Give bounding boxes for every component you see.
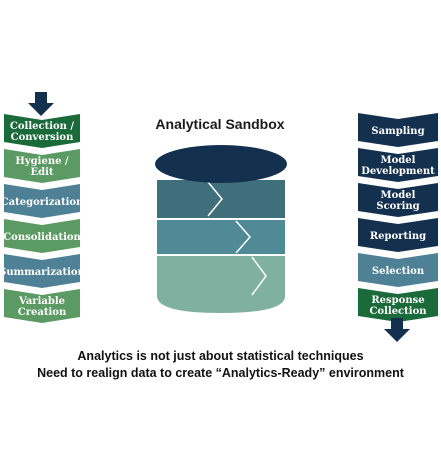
prep-step-shape-6	[4, 289, 80, 323]
cylinder-band-2-chevron	[235, 220, 251, 254]
prep-step-label-3: Categorization	[0, 196, 84, 208]
start-down-arrow-icon	[28, 92, 54, 116]
cylinder-band-2	[157, 220, 285, 254]
prep-step-shape-5	[4, 254, 80, 288]
cylinder-top	[155, 145, 287, 183]
cylinder-band-3	[157, 256, 285, 313]
model-step-shape-5	[358, 253, 438, 287]
model-step-label-2: Model Development	[361, 155, 435, 177]
cylinder-band-3-chevron	[251, 256, 267, 296]
prep-step-label-6: Variable Creation	[17, 296, 67, 318]
prep-step-label-4: Consolidation	[3, 231, 81, 243]
prep-step-shape-1	[4, 114, 80, 148]
caption-line-2: Need to realign data to create “Analytic…	[37, 366, 404, 380]
cylinder-band-1	[157, 180, 285, 218]
end-down-arrow-icon	[384, 318, 410, 342]
model-step-shape-2	[358, 148, 438, 182]
prep-step-label-2: Hygiene / Edit	[15, 156, 69, 178]
caption-line-1: Analytics is not just about statistical …	[77, 349, 364, 363]
model-step-shape-1	[358, 113, 438, 147]
model-step-label-6: Response Collection	[369, 295, 427, 317]
model-step-label-4: Reporting	[369, 230, 427, 242]
model-step-shape-4	[358, 218, 438, 252]
model-step-label-5: Selection	[371, 265, 425, 277]
prep-step-label-1: Collection / Conversion	[9, 121, 75, 143]
model-step-label-3: Model Scoring	[376, 190, 420, 212]
model-step-shape-6	[358, 288, 438, 322]
cylinder-band-1-chevron	[207, 181, 223, 217]
prep-step-label-5: Summarization	[0, 266, 85, 278]
model-step-shape-3	[358, 183, 438, 217]
diagram-title: Analytical Sandbox	[155, 116, 285, 132]
prep-step-shape-3	[4, 184, 80, 218]
prep-step-shape-2	[4, 149, 80, 183]
prep-step-shape-4	[4, 219, 80, 253]
model-step-label-1: Sampling	[371, 125, 425, 137]
